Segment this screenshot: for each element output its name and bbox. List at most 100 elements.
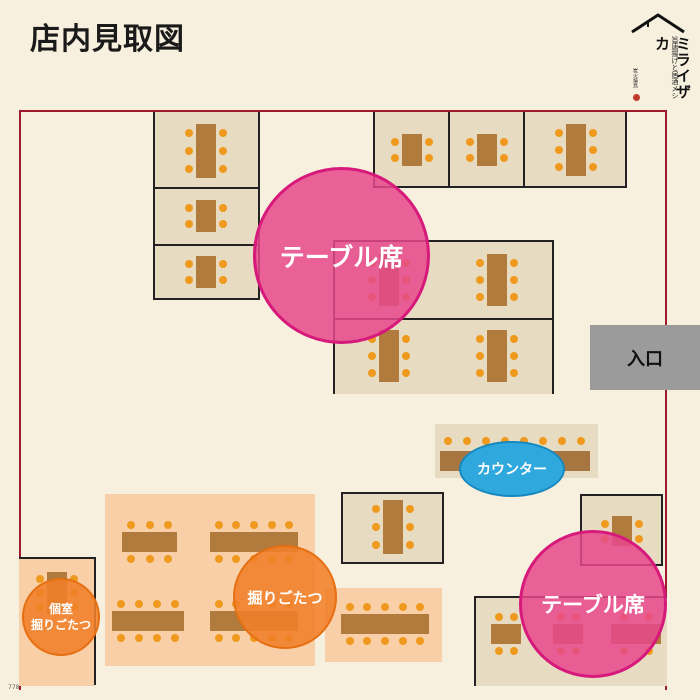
chair xyxy=(555,146,563,154)
chair xyxy=(219,204,227,212)
logo-tagline: 旨唐揚げと居酒メシ xyxy=(671,36,679,99)
chair xyxy=(510,276,518,284)
table-block xyxy=(153,187,260,244)
private-room-label: 個室 xyxy=(48,602,73,616)
chair xyxy=(476,369,484,378)
chair xyxy=(500,154,508,162)
chair xyxy=(185,276,193,284)
chair xyxy=(398,603,407,611)
chair xyxy=(219,147,227,155)
chair xyxy=(402,369,410,378)
chair xyxy=(425,154,433,162)
chair xyxy=(510,334,518,343)
brand-logo: ミライザカ 旨唐揚げと居酒メシ 炭火焼鳥 xyxy=(624,8,694,103)
chair xyxy=(406,505,414,513)
chair xyxy=(589,128,597,137)
chair xyxy=(185,220,193,228)
table xyxy=(196,256,216,288)
chair xyxy=(425,138,433,146)
chair xyxy=(381,603,389,611)
chair xyxy=(285,521,294,529)
logo-seal-icon xyxy=(633,94,640,101)
table xyxy=(566,124,586,176)
table xyxy=(477,134,497,166)
chair xyxy=(185,204,193,212)
chair xyxy=(163,521,172,529)
chair xyxy=(589,163,597,172)
chair xyxy=(635,519,643,528)
chair xyxy=(117,600,125,608)
chair xyxy=(391,154,399,162)
chair xyxy=(406,523,414,531)
chair xyxy=(589,146,597,154)
chair xyxy=(510,293,518,302)
chair xyxy=(391,138,399,146)
table xyxy=(383,500,403,554)
chair xyxy=(372,523,380,531)
chair xyxy=(368,334,376,343)
chair xyxy=(214,600,223,608)
chair xyxy=(171,600,179,608)
chair xyxy=(219,276,227,284)
page-title: 店内見取図 xyxy=(30,22,185,57)
chair xyxy=(232,521,241,529)
logo-name: ミライザカ xyxy=(653,36,692,100)
chair xyxy=(185,147,193,155)
chair xyxy=(232,634,241,642)
table xyxy=(341,614,429,634)
table xyxy=(402,134,422,166)
chair xyxy=(250,521,258,529)
table xyxy=(112,611,184,631)
chair xyxy=(476,293,484,302)
chair xyxy=(398,637,407,645)
chair xyxy=(345,603,354,611)
chair xyxy=(510,369,518,378)
table xyxy=(196,124,216,178)
chair xyxy=(635,534,643,543)
chair xyxy=(145,521,154,529)
table-seat-bubble: テーブル席 xyxy=(253,167,430,344)
chair xyxy=(500,138,508,146)
roof-icon xyxy=(631,13,685,34)
chair xyxy=(267,521,276,529)
chair xyxy=(171,634,179,642)
wall-line xyxy=(19,557,96,559)
chair xyxy=(406,541,414,549)
chair xyxy=(232,555,241,563)
counter-bubble: カウンター xyxy=(459,441,565,497)
table xyxy=(122,532,177,552)
chair xyxy=(402,352,410,360)
private-room-label-2: 掘りごたつ xyxy=(30,618,91,632)
table xyxy=(196,200,216,232)
chair xyxy=(555,128,563,137)
chair xyxy=(509,647,518,655)
chair xyxy=(368,352,376,360)
chair xyxy=(476,276,484,284)
chair xyxy=(127,555,136,563)
chair xyxy=(463,437,471,445)
chair xyxy=(368,369,376,378)
chair xyxy=(601,519,609,528)
chair xyxy=(402,334,410,343)
chair xyxy=(416,603,425,611)
private-room-bubble: 個室 掘りごたつ xyxy=(22,578,100,656)
entrance-label: 入口 xyxy=(590,325,700,390)
table-seat-bubble: テーブル席 xyxy=(519,530,667,678)
chair xyxy=(510,258,518,267)
chair xyxy=(577,437,585,445)
chair xyxy=(510,352,518,360)
chair xyxy=(372,505,380,513)
chair xyxy=(509,613,518,621)
chair xyxy=(482,437,490,445)
chair xyxy=(163,555,172,563)
chair xyxy=(494,647,503,655)
chair xyxy=(127,521,136,529)
table xyxy=(487,330,507,382)
chair xyxy=(214,555,223,563)
chair xyxy=(558,437,566,445)
chair xyxy=(363,603,372,611)
chair xyxy=(153,600,161,608)
chair xyxy=(555,163,563,172)
table xyxy=(379,330,399,382)
chair xyxy=(185,129,193,137)
